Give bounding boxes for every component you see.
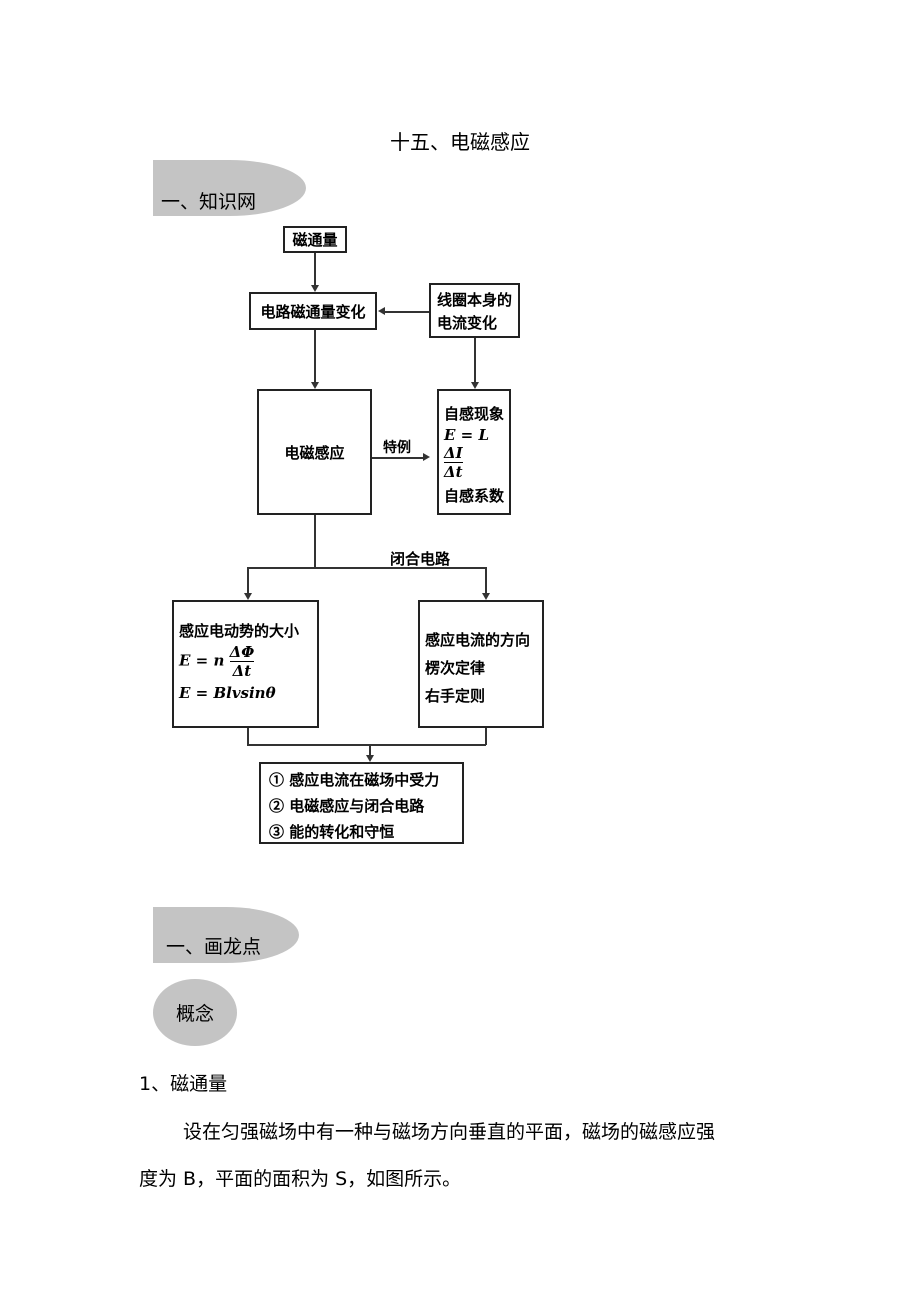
formula-num: ΔΦ: [229, 643, 255, 662]
self-induction-label: 自感现象: [444, 405, 505, 423]
coil-current-line1: 线圈本身的: [437, 291, 513, 309]
box-coil-current: 线圈本身的 电流变化: [429, 283, 520, 338]
box-magnetic-flux: 磁通量: [283, 226, 347, 253]
subheading-magnetic-flux: 1、磁通量: [139, 1073, 228, 1095]
formula-num: ΔI: [444, 444, 463, 463]
right-hand-rule: 右手定则: [425, 687, 486, 705]
formula-den: Δt: [444, 463, 463, 481]
section-banner-key-points: 一、画龙点: [153, 907, 299, 963]
box-em-induction: 电磁感应: [257, 389, 372, 515]
lenz-law: 楞次定律: [425, 659, 486, 677]
box-applications: ① 感应电流在磁场中受力 ② 电磁感应与闭合电路 ③ 能的转化和守恒: [259, 762, 464, 844]
formula-lhs: E = L: [444, 426, 489, 444]
application-item: ③ 能的转化和守恒: [269, 823, 395, 841]
label-special-case: 特例: [383, 440, 411, 456]
section-banner-knowledge: 一、知识网: [153, 160, 306, 216]
formula-den: Δt: [232, 662, 252, 680]
section-heading: 一、知识网: [161, 191, 257, 213]
box-current-direction: 感应电流的方向 楞次定律 右手定则: [418, 600, 544, 728]
application-item: ② 电磁感应与闭合电路: [269, 797, 425, 815]
coil-current-line2: 电流变化: [437, 314, 498, 332]
application-item: ① 感应电流在磁场中受力: [269, 771, 440, 789]
paragraph-line: 设在匀强磁场中有一种与磁场方向垂直的平面，磁场的磁感应强: [183, 1121, 716, 1143]
paragraph-line: 度为 B，平面的面积为 S，如图所示。: [139, 1168, 462, 1190]
emf-title: 感应电动势的大小: [179, 622, 300, 640]
formula-lhs: E = n: [179, 651, 225, 670]
box-flux-change: 电路磁通量变化: [249, 292, 377, 330]
concept-label: 概念: [175, 1003, 214, 1025]
concept-badge: 概念: [153, 979, 237, 1046]
label-closed-circuit: 闭合电路: [390, 550, 451, 568]
page-title: 十五、电磁感应: [390, 130, 530, 154]
direction-title: 感应电流的方向: [425, 631, 531, 649]
emf-formula-2: E = Blvsinθ: [179, 684, 276, 702]
self-coef-label: 自感系数: [444, 487, 505, 505]
section-heading: 一、画龙点: [166, 936, 262, 958]
